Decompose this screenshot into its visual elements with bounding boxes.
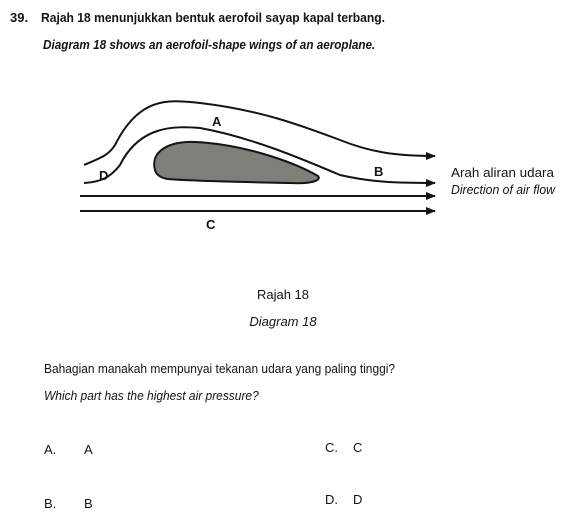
diagram-caption-malay: Rajah 18 — [256, 287, 310, 302]
label-c: C — [206, 217, 216, 232]
option-b-letter: B. — [44, 496, 57, 511]
option-d-letter: D. — [325, 492, 338, 507]
option-a[interactable]: A. A — [44, 442, 93, 457]
question-text-malay: Rajah 18 menunjukkan bentuk aerofoil say… — [41, 10, 385, 25]
option-c-letter: C. — [325, 440, 338, 455]
option-a-value: A — [84, 442, 93, 457]
option-a-letter: A. — [44, 442, 57, 457]
aerofoil-wing — [153, 140, 320, 185]
aerofoil-diagram: A B C D Arah aliran udara Direction of a… — [80, 100, 557, 232]
prompt-text-english: Which part has the highest air pressure? — [44, 388, 259, 403]
label-d: D — [99, 168, 108, 183]
label-b: B — [374, 164, 383, 179]
option-b[interactable]: B. B — [44, 496, 93, 511]
option-d[interactable]: D. D — [325, 492, 362, 507]
prompt-text-malay: Bahagian manakah mempunyai tekanan udara… — [44, 361, 396, 376]
option-d-value: D — [353, 492, 363, 507]
option-c-value: C — [353, 440, 363, 455]
diagram-caption-english: Diagram 18 — [249, 314, 317, 329]
option-c[interactable]: C. C — [325, 440, 362, 455]
streamline-outer — [83, 100, 436, 166]
option-b-value: B — [84, 496, 93, 511]
question-number: 39. — [10, 10, 29, 25]
flow-label-english: Direction of air flow — [451, 182, 557, 197]
question-text-english: Diagram 18 shows an aerofoil-shape wings… — [43, 37, 376, 52]
streamline-inner — [83, 126, 436, 187]
flow-label-malay: Arah aliran udara — [451, 165, 555, 180]
label-a: A — [212, 114, 222, 129]
